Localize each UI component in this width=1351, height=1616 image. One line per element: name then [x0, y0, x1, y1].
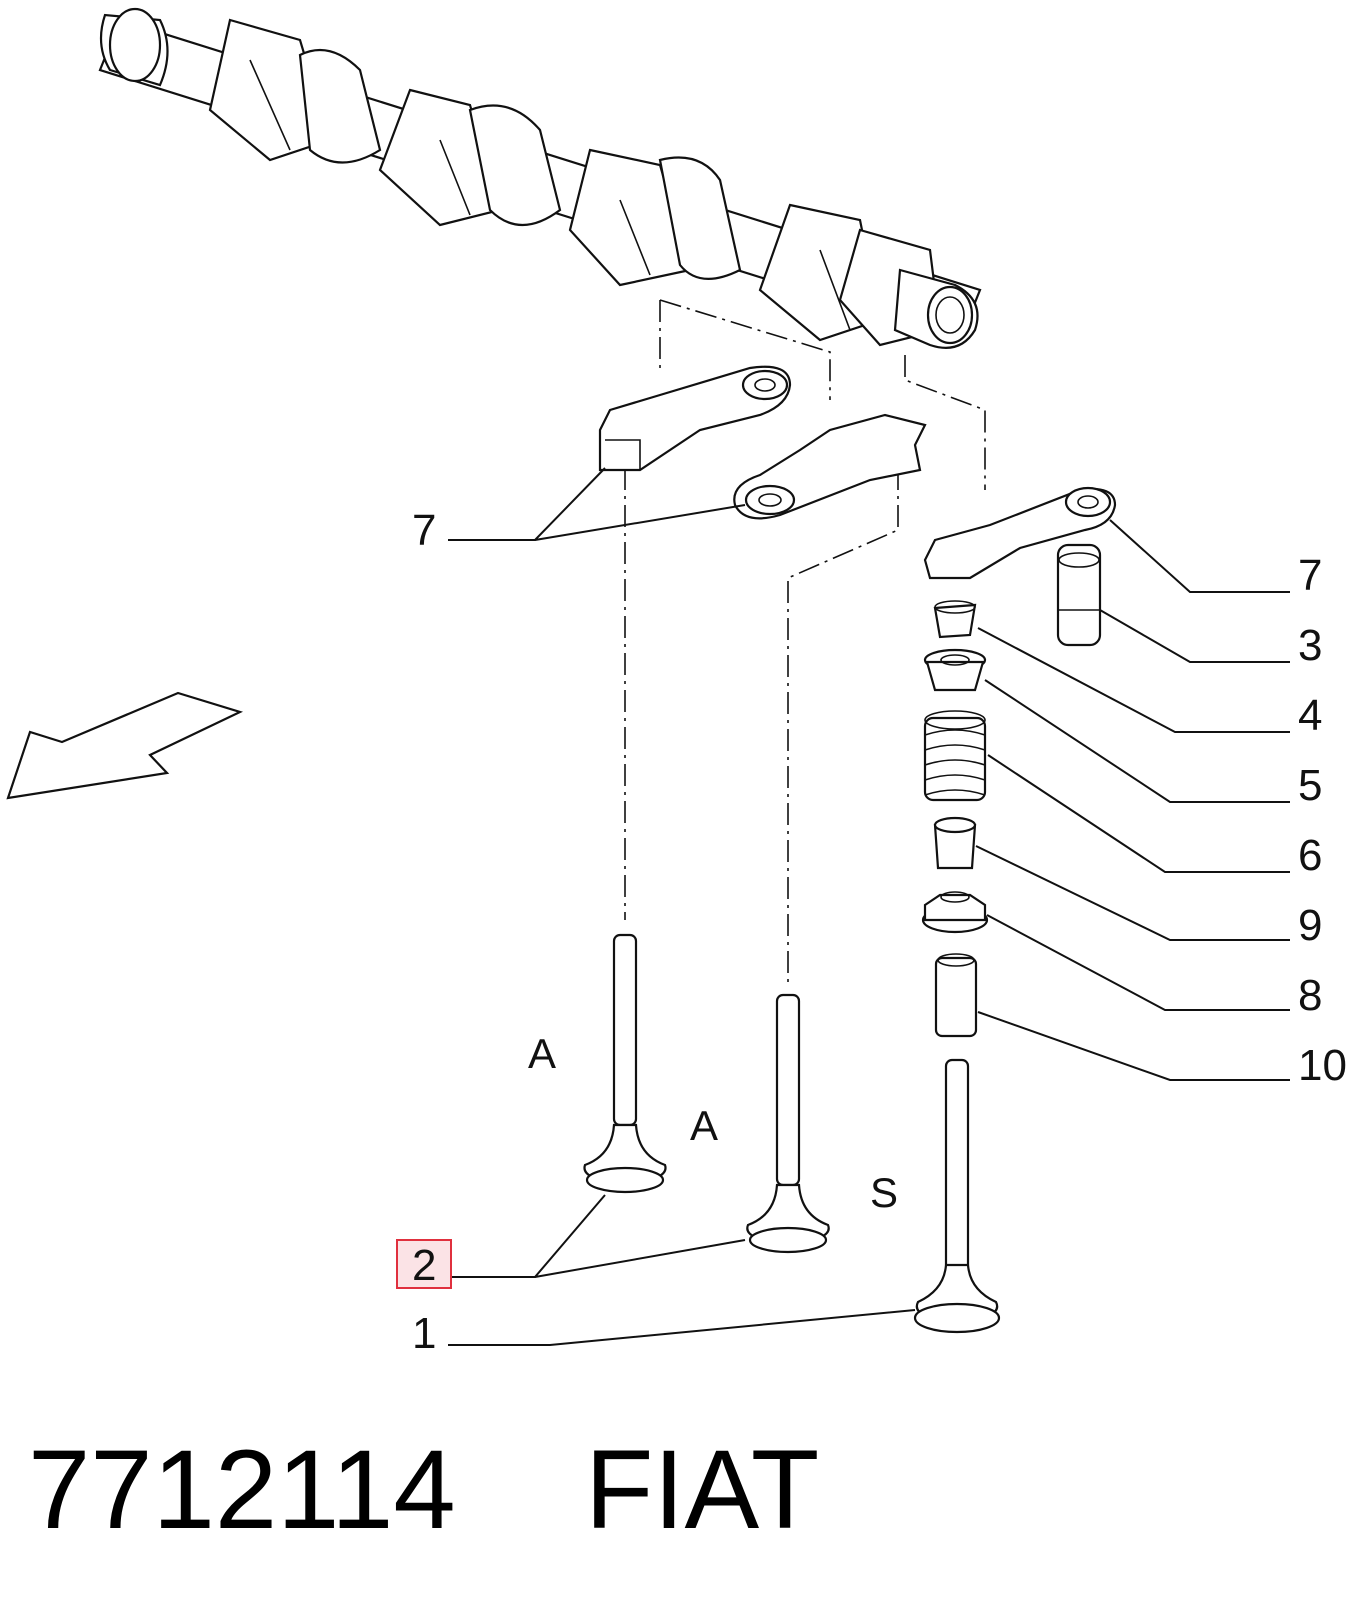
direction-arrow [6, 691, 244, 800]
camshaft [98, 7, 982, 349]
zone-label-a-2: A [690, 1102, 718, 1149]
valve-spring [923, 710, 987, 802]
callout-9: 9 [1298, 901, 1322, 950]
callout-2-highlight [396, 1239, 452, 1289]
leader-lines [448, 467, 1290, 1346]
rocker-arm-left-1 [598, 365, 792, 472]
caption-part-number: 7712114 [28, 1427, 456, 1552]
rocker-arm-left-2 [733, 413, 927, 520]
callout-2: 2 [412, 1241, 436, 1290]
intake-valve-1 [583, 933, 667, 1194]
callout-7-right: 7 [1298, 551, 1322, 600]
callout-4: 4 [1298, 691, 1322, 740]
caption-brand: FIAT [585, 1427, 819, 1552]
alignment-lines [624, 299, 986, 985]
callout-1: 1 [412, 1309, 436, 1358]
valve-guide [934, 953, 978, 1038]
spring-retainer [923, 648, 987, 692]
callout-10: 10 [1298, 1041, 1347, 1090]
valve-stem-seal [933, 816, 977, 870]
callout-6: 6 [1298, 831, 1322, 880]
valve-cotter [933, 600, 977, 639]
hydraulic-tappet [1056, 543, 1102, 647]
callout-5: 5 [1298, 761, 1322, 810]
callout-8: 8 [1298, 971, 1322, 1020]
callout-7-left: 7 [412, 506, 436, 555]
zone-label-a-1: A [528, 1030, 556, 1077]
zone-label-s: S [870, 1169, 898, 1216]
callout-3: 3 [1298, 621, 1322, 670]
exhaust-valve [913, 1058, 1001, 1334]
spring-seat [921, 891, 989, 934]
intake-valve-2 [746, 993, 830, 1254]
rocker-arm-right [923, 486, 1117, 580]
